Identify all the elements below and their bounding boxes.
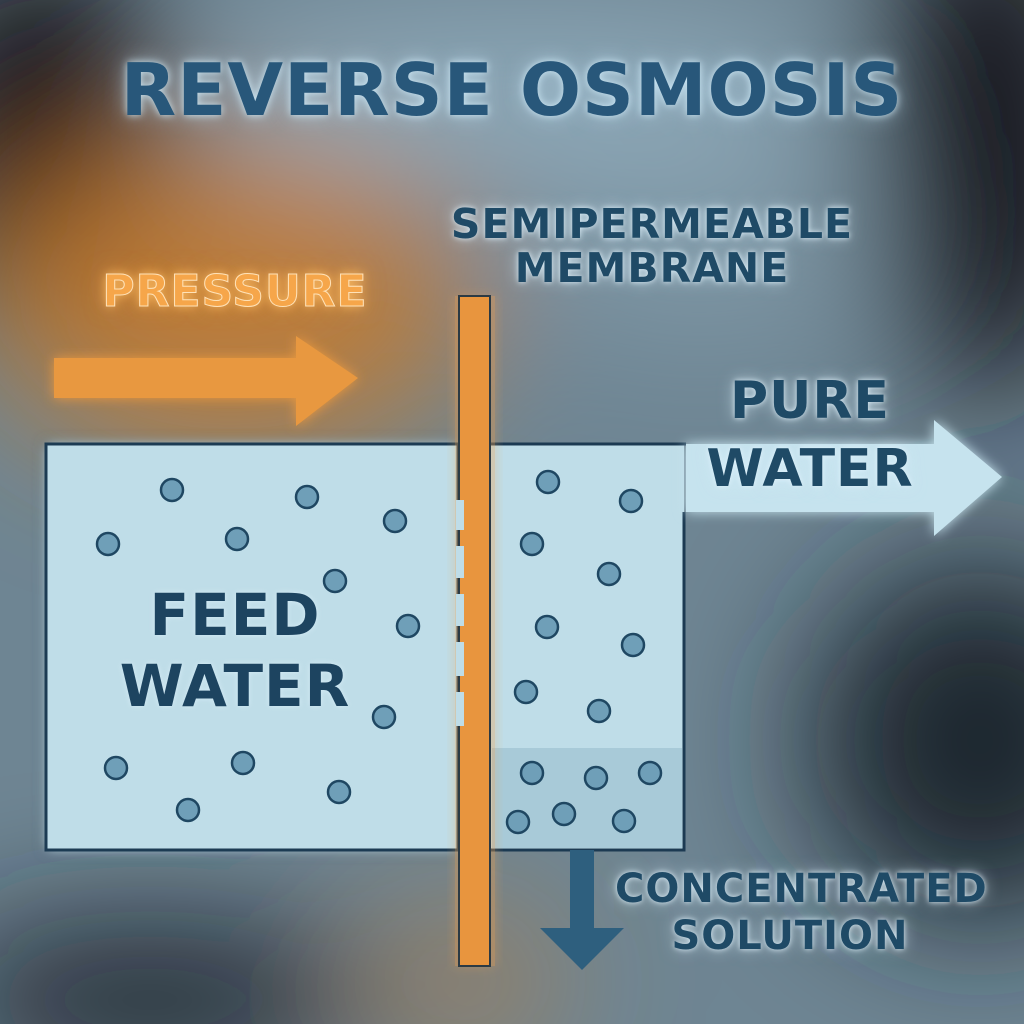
feed-water-label-line1: FEED	[149, 581, 321, 649]
particle	[535, 469, 561, 495]
permeate-chamber-outline	[490, 442, 686, 852]
particle	[513, 679, 539, 705]
feed-water-label-line2: WATER	[119, 651, 351, 720]
pure-water-label-line1: PURE	[730, 371, 890, 431]
semipermeable-membrane	[458, 295, 491, 967]
particle	[534, 614, 560, 640]
particle	[326, 779, 352, 805]
diagram-title: REVERSE OSMOSIS	[120, 48, 904, 132]
particle	[551, 801, 577, 827]
particle	[224, 526, 250, 552]
particle	[620, 632, 646, 658]
particle	[103, 755, 129, 781]
feed-water-label: FEED WATER	[110, 580, 360, 722]
pure-water-label-line2: WATER	[706, 438, 914, 499]
pure-water-arrow	[686, 420, 1002, 536]
particle	[159, 477, 185, 503]
particle	[519, 531, 545, 557]
membrane-pore	[456, 642, 464, 676]
membrane-pores	[456, 500, 464, 726]
solute-particles	[95, 469, 663, 835]
particle	[519, 760, 545, 786]
particle	[382, 508, 408, 534]
concentrate-outlet-arrow	[540, 850, 624, 970]
membrane-pore	[456, 546, 464, 578]
pure-water-label: PURE WATER	[690, 368, 930, 503]
particle	[618, 488, 644, 514]
particle	[371, 704, 397, 730]
concentrated-solution-label: CONCENTRATED SOLUTION	[615, 866, 988, 960]
particle	[175, 797, 201, 823]
membrane-pore	[456, 692, 464, 726]
particle	[637, 760, 663, 786]
particle	[95, 531, 121, 557]
particle	[583, 765, 609, 791]
pressure-label: PRESSURE	[102, 266, 368, 317]
membrane-pore	[456, 594, 464, 626]
membrane-label: SEMIPERMEABLE MEMBRANE	[432, 202, 872, 291]
concentrated-solution-label-line2: SOLUTION	[671, 913, 909, 960]
particle	[395, 613, 421, 639]
pressure-arrow	[54, 336, 358, 426]
membrane-label-line1: SEMIPERMEABLE	[450, 200, 854, 248]
particle	[596, 561, 622, 587]
membrane-pore	[456, 500, 464, 530]
particle	[586, 698, 612, 724]
particle	[322, 568, 348, 594]
particle	[611, 808, 637, 834]
particle	[294, 484, 320, 510]
particle	[230, 750, 256, 776]
concentrated-solution-label-line1: CONCENTRATED	[615, 866, 988, 912]
membrane-label-line2: MEMBRANE	[514, 244, 790, 293]
particle	[505, 809, 531, 835]
